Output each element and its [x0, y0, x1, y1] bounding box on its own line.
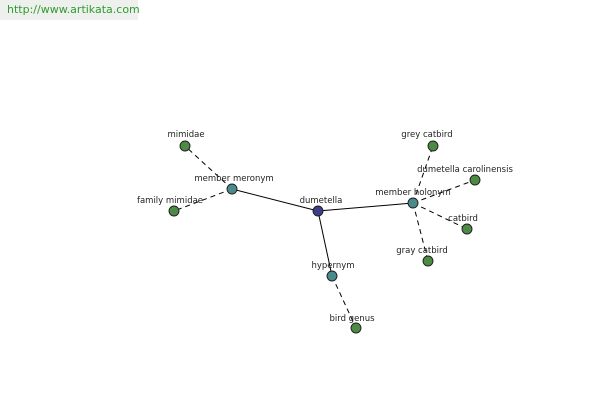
label-catbird[interactable]: catbird	[448, 214, 478, 224]
site-url-link[interactable]: http://www.artikata.com	[7, 3, 140, 16]
node-gray-catbird[interactable]	[422, 255, 434, 267]
label-dumetella[interactable]: dumetella	[300, 196, 343, 206]
label-family-mimidae[interactable]: family mimidae	[137, 196, 203, 206]
node-dumetella[interactable]	[312, 205, 324, 217]
label-gray-catbird[interactable]: gray catbird	[396, 246, 448, 256]
nodes-layer	[168, 140, 481, 334]
node-catbird[interactable]	[461, 223, 473, 235]
node-member-holonym[interactable]	[407, 197, 419, 209]
node-family-mimidae[interactable]	[168, 205, 180, 217]
node-grey-catbird[interactable]	[427, 140, 439, 152]
edge-dumetella-to-hypernym	[317, 210, 333, 277]
label-grey-catbird[interactable]: grey catbird	[401, 130, 452, 140]
label-member-holonym[interactable]: member holonym	[375, 188, 450, 198]
label-bird-genus[interactable]: bird genus	[329, 314, 375, 324]
label-member-meronym[interactable]: member meronym	[194, 174, 273, 184]
label-mimidae[interactable]: mimidae	[167, 130, 204, 140]
node-member-meronym[interactable]	[226, 183, 238, 195]
edge-dumetella-to-member-holonym	[317, 202, 414, 212]
edge-member-holonym-to-grey-catbird	[412, 145, 434, 204]
node-bird-genus[interactable]	[350, 322, 362, 334]
node-mimidae[interactable]	[179, 140, 191, 152]
edge-member-holonym-to-dumetella-carolinensis	[412, 179, 476, 204]
label-hypernym[interactable]: hypernym	[311, 261, 354, 271]
edge-member-holonym-to-gray-catbird	[412, 202, 429, 262]
edge-member-meronym-to-family-mimidae	[173, 188, 233, 212]
edge-member-holonym-to-catbird	[412, 202, 468, 230]
edge-hypernym-to-bird-genus	[331, 275, 357, 329]
labels-layer: dumetella member meronym member holonym hyp…	[137, 130, 514, 324]
node-dumetella-carolinensis[interactable]	[469, 174, 481, 186]
label-dumetella-carolinensis[interactable]: dumetella carolinensis	[417, 165, 513, 175]
edge-dumetella-to-member-meronym	[231, 188, 319, 212]
node-hypernym[interactable]	[326, 270, 338, 282]
site-url-banner[interactable]: http://www.artikata.com	[0, 0, 140, 20]
edge-member-meronym-to-mimidae	[184, 145, 233, 190]
edges-layer	[173, 145, 476, 329]
